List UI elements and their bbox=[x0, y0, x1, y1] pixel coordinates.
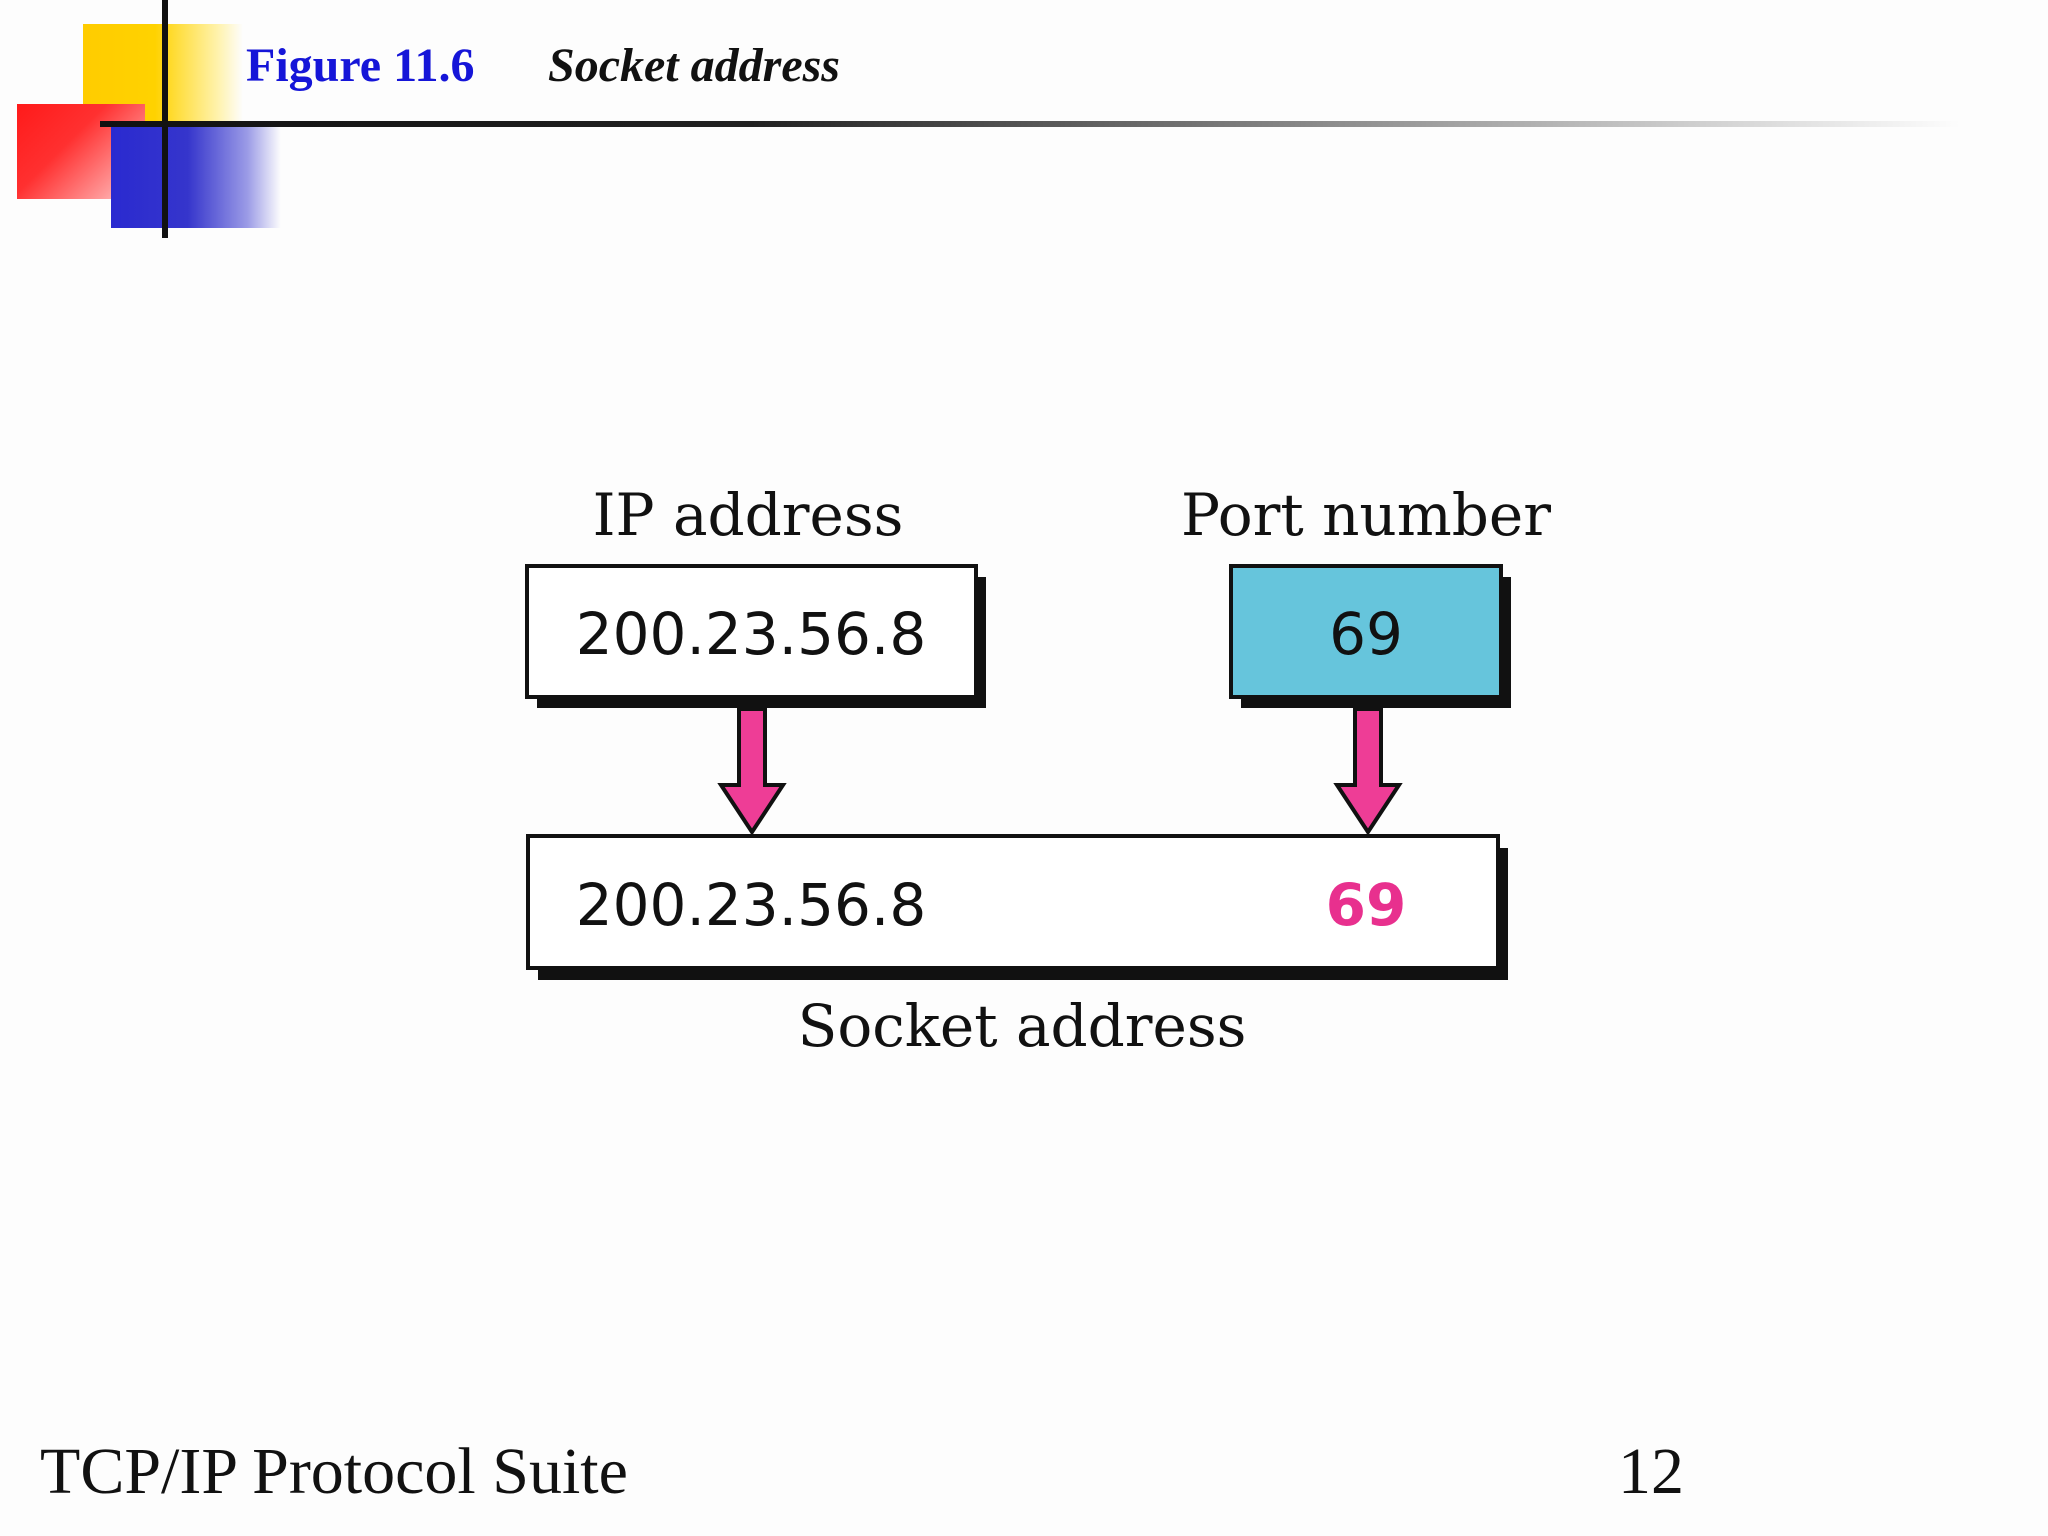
ip-address-value: 200.23.56.8 bbox=[576, 600, 927, 668]
ip-address-box-frame bbox=[525, 564, 978, 699]
decorative-vertical-line bbox=[162, 0, 168, 238]
ip-arrow-icon bbox=[717, 707, 787, 836]
ip-address-label: IP address bbox=[593, 481, 904, 549]
figure-number: Figure 11.6 bbox=[246, 39, 475, 92]
port-number-box-frame bbox=[1229, 564, 1503, 699]
port-number-box: 69 bbox=[1229, 564, 1511, 708]
port-number-label: Port number bbox=[1181, 481, 1551, 549]
port-arrow-icon bbox=[1333, 707, 1403, 836]
ip-address-box: 200.23.56.8 bbox=[525, 564, 986, 708]
port-number-value: 69 bbox=[1329, 600, 1403, 668]
socket-address-label: Socket address bbox=[798, 992, 1247, 1060]
header-rule-line bbox=[100, 121, 1960, 127]
decorative-blue-block bbox=[111, 124, 281, 228]
socket-ip-value: 200.23.56.8 bbox=[576, 871, 927, 939]
page-number: 12 bbox=[1618, 1435, 1684, 1508]
footer-title: TCP/IP Protocol Suite bbox=[40, 1435, 628, 1508]
socket-address-box-frame bbox=[526, 834, 1500, 970]
socket-address-box: 200.23.56.8 69 bbox=[526, 834, 1508, 980]
socket-port-value: 69 bbox=[1326, 871, 1407, 939]
figure-title: Socket address bbox=[548, 39, 840, 92]
